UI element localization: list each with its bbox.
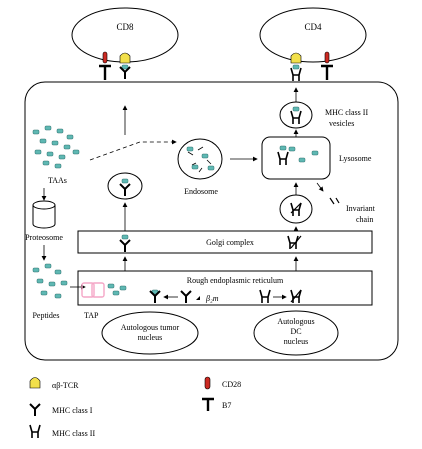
mhc-class-ii-icon [29,424,41,439]
legend-item-tcr: αβ-TCR [29,377,79,390]
mhc-class-i-vesicle [107,172,143,200]
legend-label-cd28: CD28 [222,380,241,389]
invariant-chain-label-2: chain [356,215,373,224]
taas-cluster [32,125,80,169]
cd8-b7-cd28-pair [99,51,111,80]
cd4-t-cell: CD4 [259,7,367,63]
dc-nucleus: Autologous DC nucleus [253,310,339,356]
cd8-label: CD8 [116,22,134,32]
mhc-class-i-icon [29,403,41,417]
b7-icon [202,397,214,411]
legend-item-b7: B7 [202,397,231,411]
beta2m-label: β₂m [205,294,219,303]
dendritic-cell [24,81,399,361]
dc-nucleus-label-3: nucleus [284,337,308,346]
legend-item-mhc-class-i: MHC class I [29,403,93,417]
legend-label-b7: B7 [222,401,231,410]
dashed-arrow-taas-to-endosome [89,139,177,161]
cd4-b7-cd28-pair [321,51,333,80]
legend-label-mhc-class-ii: MHC class II [52,429,95,438]
lysosome [261,136,331,180]
rer-label: Rough endoplasmic reticulum [187,276,284,285]
proteosome [32,200,56,229]
rough-endoplasmic-reticulum: Rough endoplasmic reticulum β₂m [77,270,373,306]
legend-label-tcr: αβ-TCR [52,381,79,390]
legend-item-cd28: CD28 [204,376,241,390]
tcr-icon [29,377,41,389]
cd28-icon [204,376,211,390]
mhc-class-ii-vesicles-label-2: vesicles [329,119,354,128]
legend-label-mhc-class-i: MHC class I [52,406,93,415]
cd4-label: CD4 [304,22,322,32]
legend: αβ-TCR MHC class I MHC class II CD28 B7 [29,376,241,439]
arrow-invariant-chain-release [316,182,324,192]
tap-transporter [81,282,105,298]
cd4-tcr-mhc2-pair [290,52,302,82]
tumor-nucleus-label-1: Autologous tumor [121,323,180,332]
endosome-label: Endosome [184,187,218,196]
taas-label: TAAs [48,176,67,185]
proteosome-label: Proteosome [25,233,63,242]
legend-item-mhc-class-ii: MHC class II [29,424,95,439]
golgi-complex: Golgi complex [77,230,373,254]
invariant-chain-vesicle [279,194,313,224]
peptides-cluster [32,263,68,299]
peptides-label: Peptides [32,311,59,320]
dc-nucleus-label-1: Autologous [277,317,314,326]
lysosome-label: Lysosome [339,154,372,163]
mhc-class-ii-vesicle [279,101,313,129]
endosome [177,138,223,180]
tumor-nucleus: Autologous tumor nucleus [101,311,199,355]
tumor-nucleus-label-2: nucleus [138,333,162,342]
golgi-label: Golgi complex [206,238,254,247]
invariant-chain-fragment [329,197,340,205]
cd8-tcr-mhc1-pair [119,52,131,80]
tap-label: TAP [84,311,99,320]
dc-nucleus-label-2: DC [290,327,301,336]
mhc-class-ii-vesicles-label-1: MHC class II [325,108,368,117]
invariant-chain-label-1: Invariant [346,204,376,213]
